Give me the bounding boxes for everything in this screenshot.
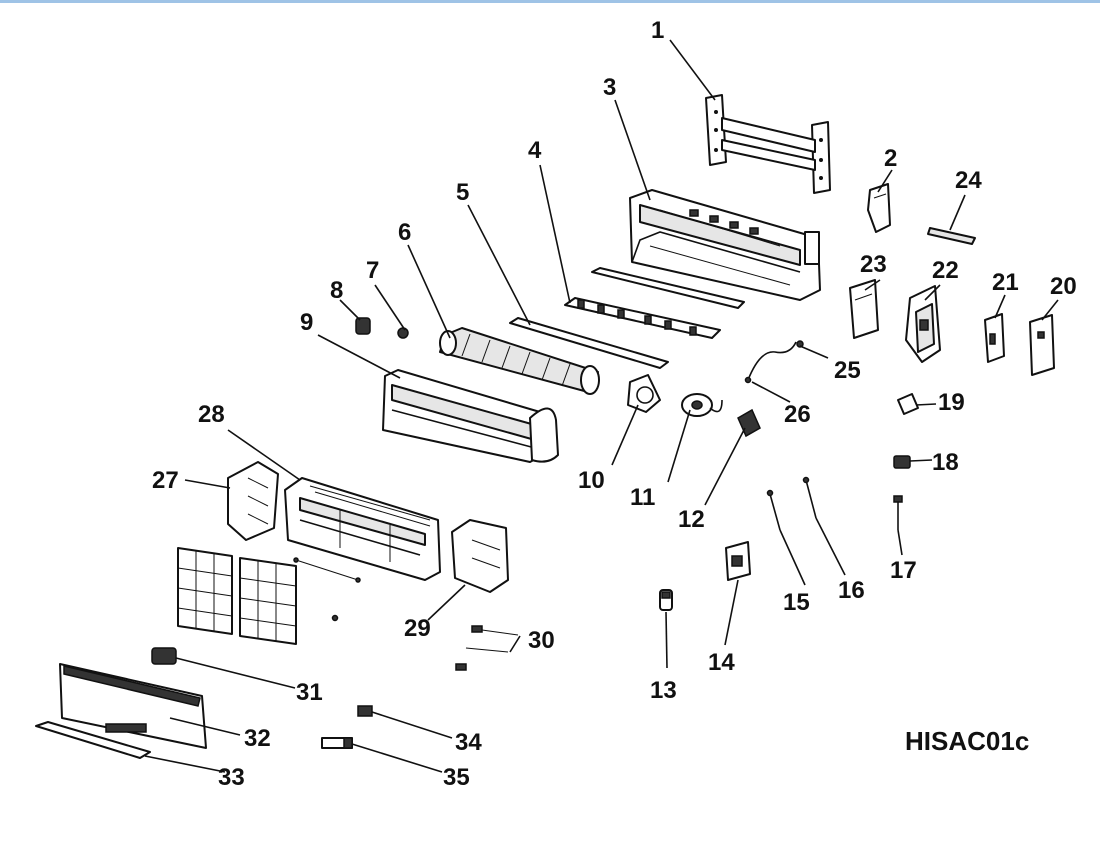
callout-numbers: 1 2 3 4 5 6 7 8 9 10 11 12 13 14 15 16 1…: [152, 17, 1077, 791]
part-32-front-panel: [59, 663, 207, 749]
callout-28: 28: [198, 401, 225, 428]
part-29-side-cover-right: [451, 519, 509, 593]
part-30-screws: [455, 625, 519, 671]
part-12-step-motor: [737, 408, 761, 438]
part-17-sensor-holder: [893, 495, 903, 530]
callout-34: 34: [455, 729, 482, 756]
part-7-bushing: [397, 327, 409, 339]
callout-12: 12: [678, 506, 705, 533]
callout-24: 24: [955, 167, 982, 194]
callout-18: 18: [932, 449, 959, 476]
callout-9: 9: [300, 309, 313, 336]
callout-22: 22: [932, 257, 959, 284]
callout-8: 8: [330, 277, 343, 304]
callout-14: 14: [708, 649, 735, 676]
callout-6: 6: [398, 219, 411, 246]
callout-29: 29: [404, 615, 431, 642]
part-35-connector: [321, 737, 353, 749]
part-1-mounting-plate: [705, 94, 831, 194]
part-2-bracket: [867, 183, 891, 233]
part-13-sensor: [659, 589, 673, 611]
part-8-bearing: [355, 317, 371, 335]
part-10-motor-bracket: [627, 374, 661, 413]
callout-10: 10: [578, 467, 605, 494]
callout-16: 16: [838, 577, 865, 604]
callout-35: 35: [443, 764, 470, 791]
part-15-room-sensor: [766, 489, 781, 531]
air-filter-left: [177, 547, 233, 635]
air-filter-right: [239, 557, 297, 645]
callout-21: 21: [992, 269, 1019, 296]
part-3-chassis: [629, 189, 821, 301]
part-16-pipe-sensor: [802, 476, 817, 519]
part-5-flap: [509, 317, 669, 369]
part-4-louvers: [564, 267, 745, 339]
part-33-strip: [35, 721, 151, 759]
part-23-cover: [849, 279, 879, 339]
callout-31: 31: [296, 679, 323, 706]
callout-30: 30: [528, 627, 555, 654]
callout-7: 7: [366, 257, 379, 284]
part-6-crossflow-fan: [439, 327, 600, 395]
part-21-cover: [984, 313, 1005, 363]
callout-20: 20: [1050, 273, 1077, 300]
part-28-front-frame: [284, 477, 441, 583]
part-14-receiver-board: [725, 541, 751, 581]
callout-27: 27: [152, 467, 179, 494]
callout-11: 11: [630, 484, 655, 511]
leader-lines: [144, 39, 1059, 773]
part-34-connector: [357, 705, 373, 717]
part-27-side-cover-left: [227, 461, 279, 541]
callout-1: 1: [651, 17, 664, 44]
part-24-drain-hose: [927, 227, 976, 245]
callout-5: 5: [456, 179, 469, 206]
part-22-control-box: [905, 285, 941, 363]
part-19-clip: [897, 393, 919, 415]
top-border: [0, 0, 1100, 3]
callout-19: 19: [938, 389, 965, 416]
part-9-evaporator: [382, 369, 559, 463]
part-25-screw: [796, 340, 804, 348]
part-26-cable: [744, 341, 797, 384]
callout-33: 33: [218, 764, 245, 791]
callout-25: 25: [834, 357, 861, 384]
callout-17: 17: [890, 557, 917, 584]
part-20-cover: [1029, 314, 1055, 376]
part-11-fan-motor: [681, 393, 723, 417]
callout-32: 32: [244, 725, 271, 752]
part-31-display-board: [151, 647, 177, 665]
callout-4: 4: [528, 137, 542, 164]
part-18-terminal: [893, 455, 911, 469]
callout-26: 26: [784, 401, 811, 428]
callout-15: 15: [783, 589, 810, 616]
callout-13: 13: [650, 677, 677, 704]
callout-2: 2: [884, 145, 897, 172]
callout-3: 3: [603, 74, 616, 101]
model-code: HISAC01c: [905, 726, 1030, 756]
callout-23: 23: [860, 251, 887, 278]
